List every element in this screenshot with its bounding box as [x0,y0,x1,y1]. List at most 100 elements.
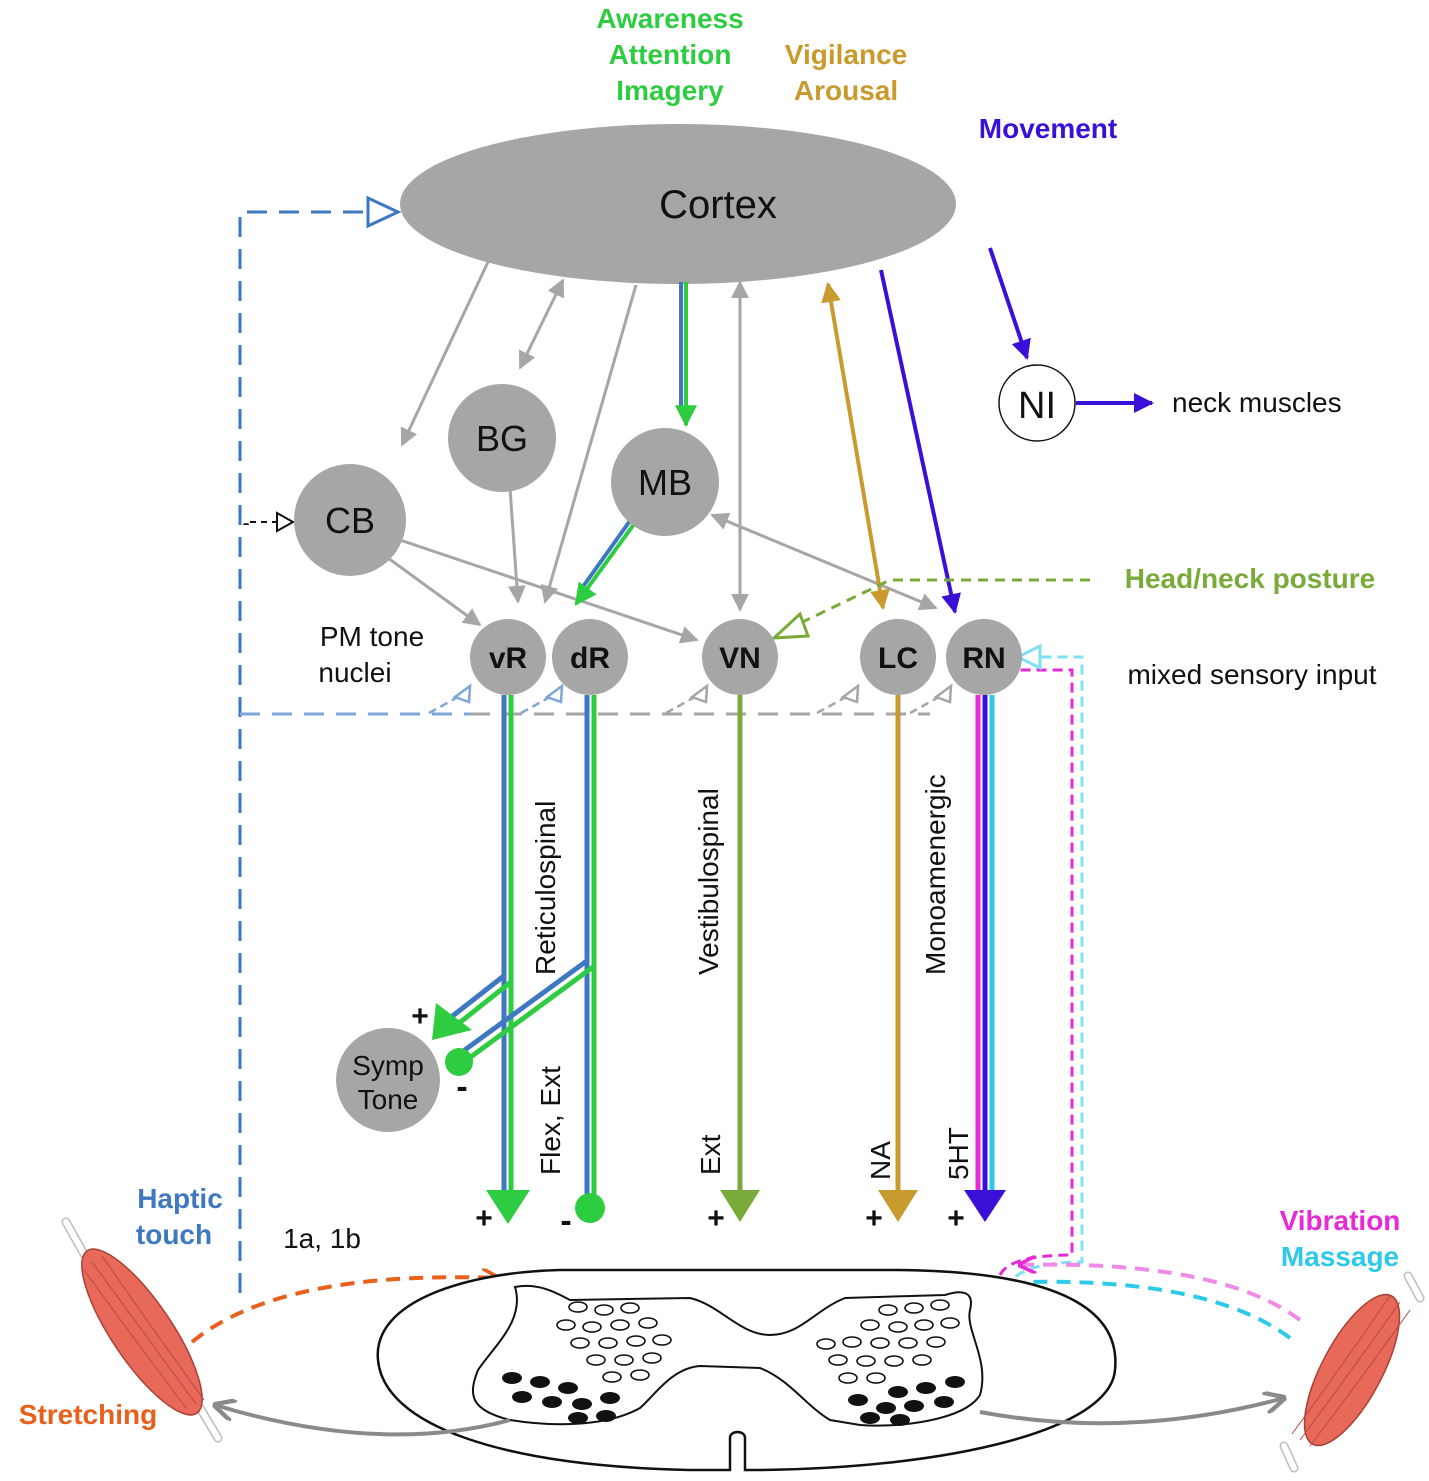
right-muscle [1279,1271,1425,1473]
cb-to-vr-arrow [387,556,482,627]
cortex-to-rn-arrow [879,269,961,614]
vr-plus-sign: + [475,1202,493,1235]
cb-to-vn-arrow [399,538,699,644]
lc-label: LC [878,642,918,675]
mb-node [611,428,719,536]
cortex-label: Cortex [659,183,777,227]
flex-ext-label: Flex, Ext [535,1066,566,1175]
filled-neuron-cluster-left [502,1372,620,1424]
vr-label: vR [489,642,528,675]
rn-sensory-open-arrowhead [1014,643,1042,671]
symp-tone-node [336,1028,440,1132]
vn-label: VN [719,642,761,675]
na-label: NA [865,1141,896,1180]
right-motor-arrow [979,1398,1284,1426]
grey-matter-outline [471,1284,984,1427]
symp-label-2: Tone [358,1084,419,1115]
one-a-one-b-label: 1a, 1b [283,1223,361,1254]
dr-node [552,619,628,695]
rn-tract-arrowhead [964,1190,1006,1222]
vn-plus-sign: + [707,1202,725,1235]
cortex-node [400,124,956,284]
rn-open-arrowhead [933,683,953,704]
vn-open-arrowhead [689,683,709,704]
stretching-label: Stretching [19,1399,157,1430]
bg-to-vr-arrow [507,487,526,604]
symp-label-1: Symp [352,1050,424,1081]
dr-tract-terminal [575,1193,605,1223]
bg-node [448,384,556,492]
rn-label: RN [962,642,1005,675]
mb-to-dr-arrow [574,518,639,606]
cortex-to-cb-arrow [400,261,490,447]
imagery-label: Imagery [616,75,724,106]
vr-branch [428,695,459,715]
pm-tone-label-2: nuclei [318,657,391,688]
left-motor-arrow [215,1405,511,1437]
left-muscle [61,1217,223,1443]
vibration-label: Vibration [1280,1205,1401,1236]
vr-branch-blue [448,973,507,1020]
cb-open-arrowhead [276,511,296,533]
head-neck-open-arrowhead [769,611,811,640]
cortex-lc-arrow [821,282,890,610]
reticulospinal-label: Reticulospinal [530,801,561,975]
mb-to-dr-blue-line [580,516,634,590]
mixed-sensory-label: mixed sensory input [1127,659,1376,690]
symp-excite-arrowhead [432,1003,472,1040]
ni-node [998,364,1076,442]
pm-tone-label-1: PM tone [320,621,424,652]
neck-muscles-label: neck muscles [1172,387,1342,418]
mixed-sensory-cyan-line [1003,655,1084,1289]
monoamenergic-label: Monoamenergic [920,774,951,975]
vestibulospinal-label: Vestibulospinal [693,788,724,975]
cortex-to-dr-arrow [540,284,638,604]
lc-open-arrowhead [840,683,860,704]
head-neck-posture-label: Head/neck posture [1125,563,1376,594]
mb-rn-arrow [710,512,938,611]
vr-branch-green [456,979,514,1026]
dr-branch-green [466,964,595,1062]
massage-label: Massage [1281,1241,1399,1272]
rn-node [946,619,1022,695]
vr-node [470,619,546,695]
vn-tract-arrowhead [720,1190,760,1222]
haptic-label: Haptic [137,1183,223,1214]
dr-branch [520,695,551,715]
lc-plus-sign: + [865,1202,883,1235]
vn-branch [665,695,696,715]
vn-node [702,619,778,695]
mixed-sensory-magenta-line [998,668,1074,1276]
vr-open-arrowhead [452,683,472,704]
rn-branch [909,695,940,715]
awareness-label: Awareness [596,3,743,34]
ni-label: NI [1018,385,1056,427]
dr-branch-blue [460,957,590,1055]
fiveht-label: 5HT [943,1127,974,1180]
open-neuron-cluster-right [816,1299,960,1384]
arousal-label: Arousal [794,75,898,106]
symp-plus-sign: + [411,1000,429,1033]
dr-label: dR [570,642,610,675]
cortex-to-ni-arrow [988,247,1031,360]
vigilance-label: Vigilance [785,39,907,70]
bg-label: BG [476,418,528,459]
stretching-arrow [190,1277,498,1344]
symp-inhibit-terminal [445,1048,473,1076]
lc-tract-arrowhead [878,1190,918,1222]
lc-branch [816,695,847,715]
attention-label: Attention [609,39,732,70]
dr-minus-sign: - [560,1202,571,1240]
open-neuron-cluster-left [556,1301,672,1383]
ext-label: Ext [695,1134,726,1175]
rn-plus-sign: + [947,1202,965,1235]
head-neck-posture-line [789,578,1090,630]
haptic-feedback-line [238,210,368,1293]
cb-node [294,464,406,576]
vr-tract-arrowhead [486,1190,530,1224]
cortex-bg-arrow [518,278,565,370]
movement-label: Movement [979,113,1117,144]
cb-label: CB [325,500,375,541]
